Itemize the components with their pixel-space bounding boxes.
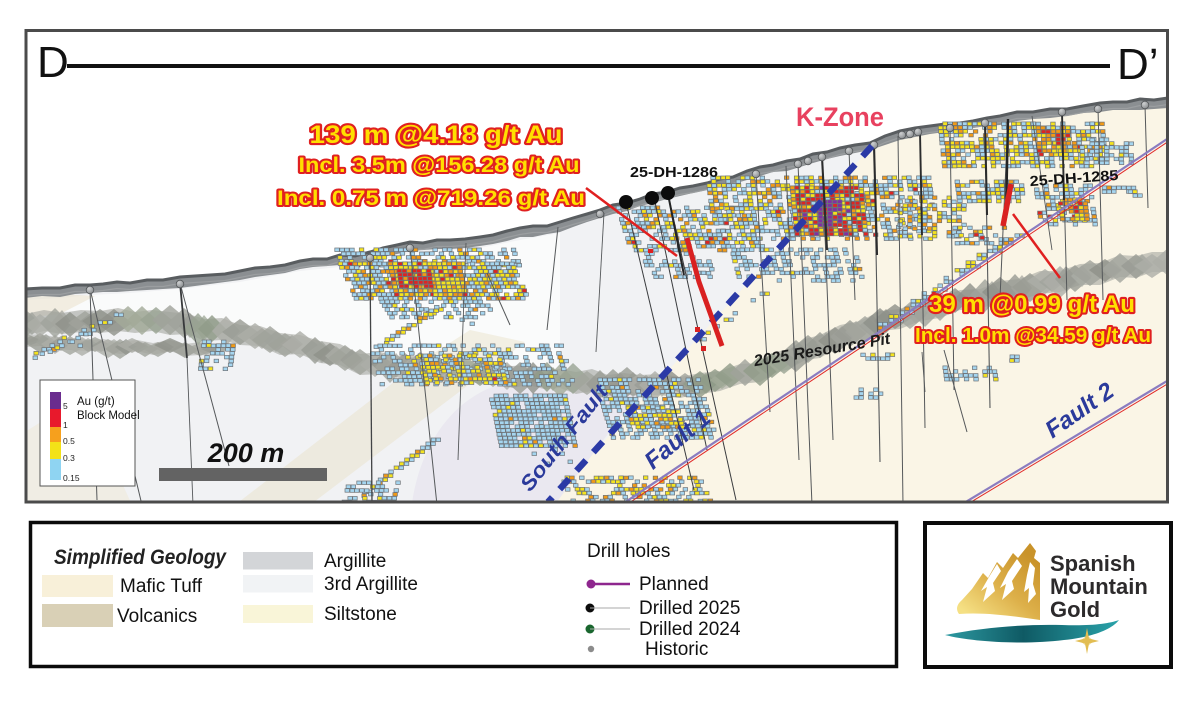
svg-text:200 m: 200 m (207, 438, 285, 468)
svg-text:Mountain: Mountain (1050, 574, 1148, 599)
svg-text:Mafic Tuff: Mafic Tuff (120, 576, 203, 597)
svg-text:Drilled 2025: Drilled 2025 (639, 598, 740, 619)
svg-text:D’: D’ (1117, 40, 1159, 89)
svg-text:Simplified Geology: Simplified Geology (54, 546, 227, 569)
svg-text:Spanish: Spanish (1050, 551, 1136, 576)
svg-text:Incl. 0.75 m @719.26 g/t Au: Incl. 0.75 m @719.26 g/t Au (277, 187, 585, 210)
svg-text:Au (g/t): Au (g/t) (77, 396, 115, 408)
svg-text:Drill holes: Drill holes (587, 541, 670, 562)
svg-text:39 m @0.99 g/t Au: 39 m @0.99 g/t Au (929, 291, 1135, 318)
svg-text:Drilled 2024: Drilled 2024 (639, 619, 741, 640)
svg-text:Siltstone: Siltstone (324, 604, 397, 625)
svg-text:Historic: Historic (645, 639, 708, 660)
svg-text:Planned: Planned (639, 574, 709, 595)
svg-text:25-DH-1286: 25-DH-1286 (630, 165, 718, 181)
svg-text:0.5: 0.5 (63, 436, 75, 446)
svg-text:D: D (37, 38, 69, 87)
svg-text:1: 1 (63, 420, 68, 430)
svg-text:Incl. 1.0m @34.59 g/t Au: Incl. 1.0m @34.59 g/t Au (915, 325, 1151, 347)
svg-text:Incl. 3.5m @156.28 g/t Au: Incl. 3.5m @156.28 g/t Au (299, 154, 580, 177)
svg-text:0.15: 0.15 (63, 473, 80, 483)
svg-text:25-DH-1285: 25-DH-1285 (1029, 168, 1119, 190)
svg-text:K-Zone: K-Zone (796, 102, 884, 132)
svg-text:0.3: 0.3 (63, 453, 75, 463)
svg-text:Gold: Gold (1050, 597, 1100, 622)
svg-text:3rd Argillite: 3rd Argillite (324, 574, 418, 595)
svg-text:5: 5 (63, 401, 68, 411)
svg-text:Block Model: Block Model (77, 410, 140, 422)
svg-text:139 m @4.18 g/t Au: 139 m @4.18 g/t Au (310, 121, 563, 149)
svg-text:Volcanics: Volcanics (117, 606, 197, 627)
svg-text:Argillite: Argillite (324, 551, 386, 572)
